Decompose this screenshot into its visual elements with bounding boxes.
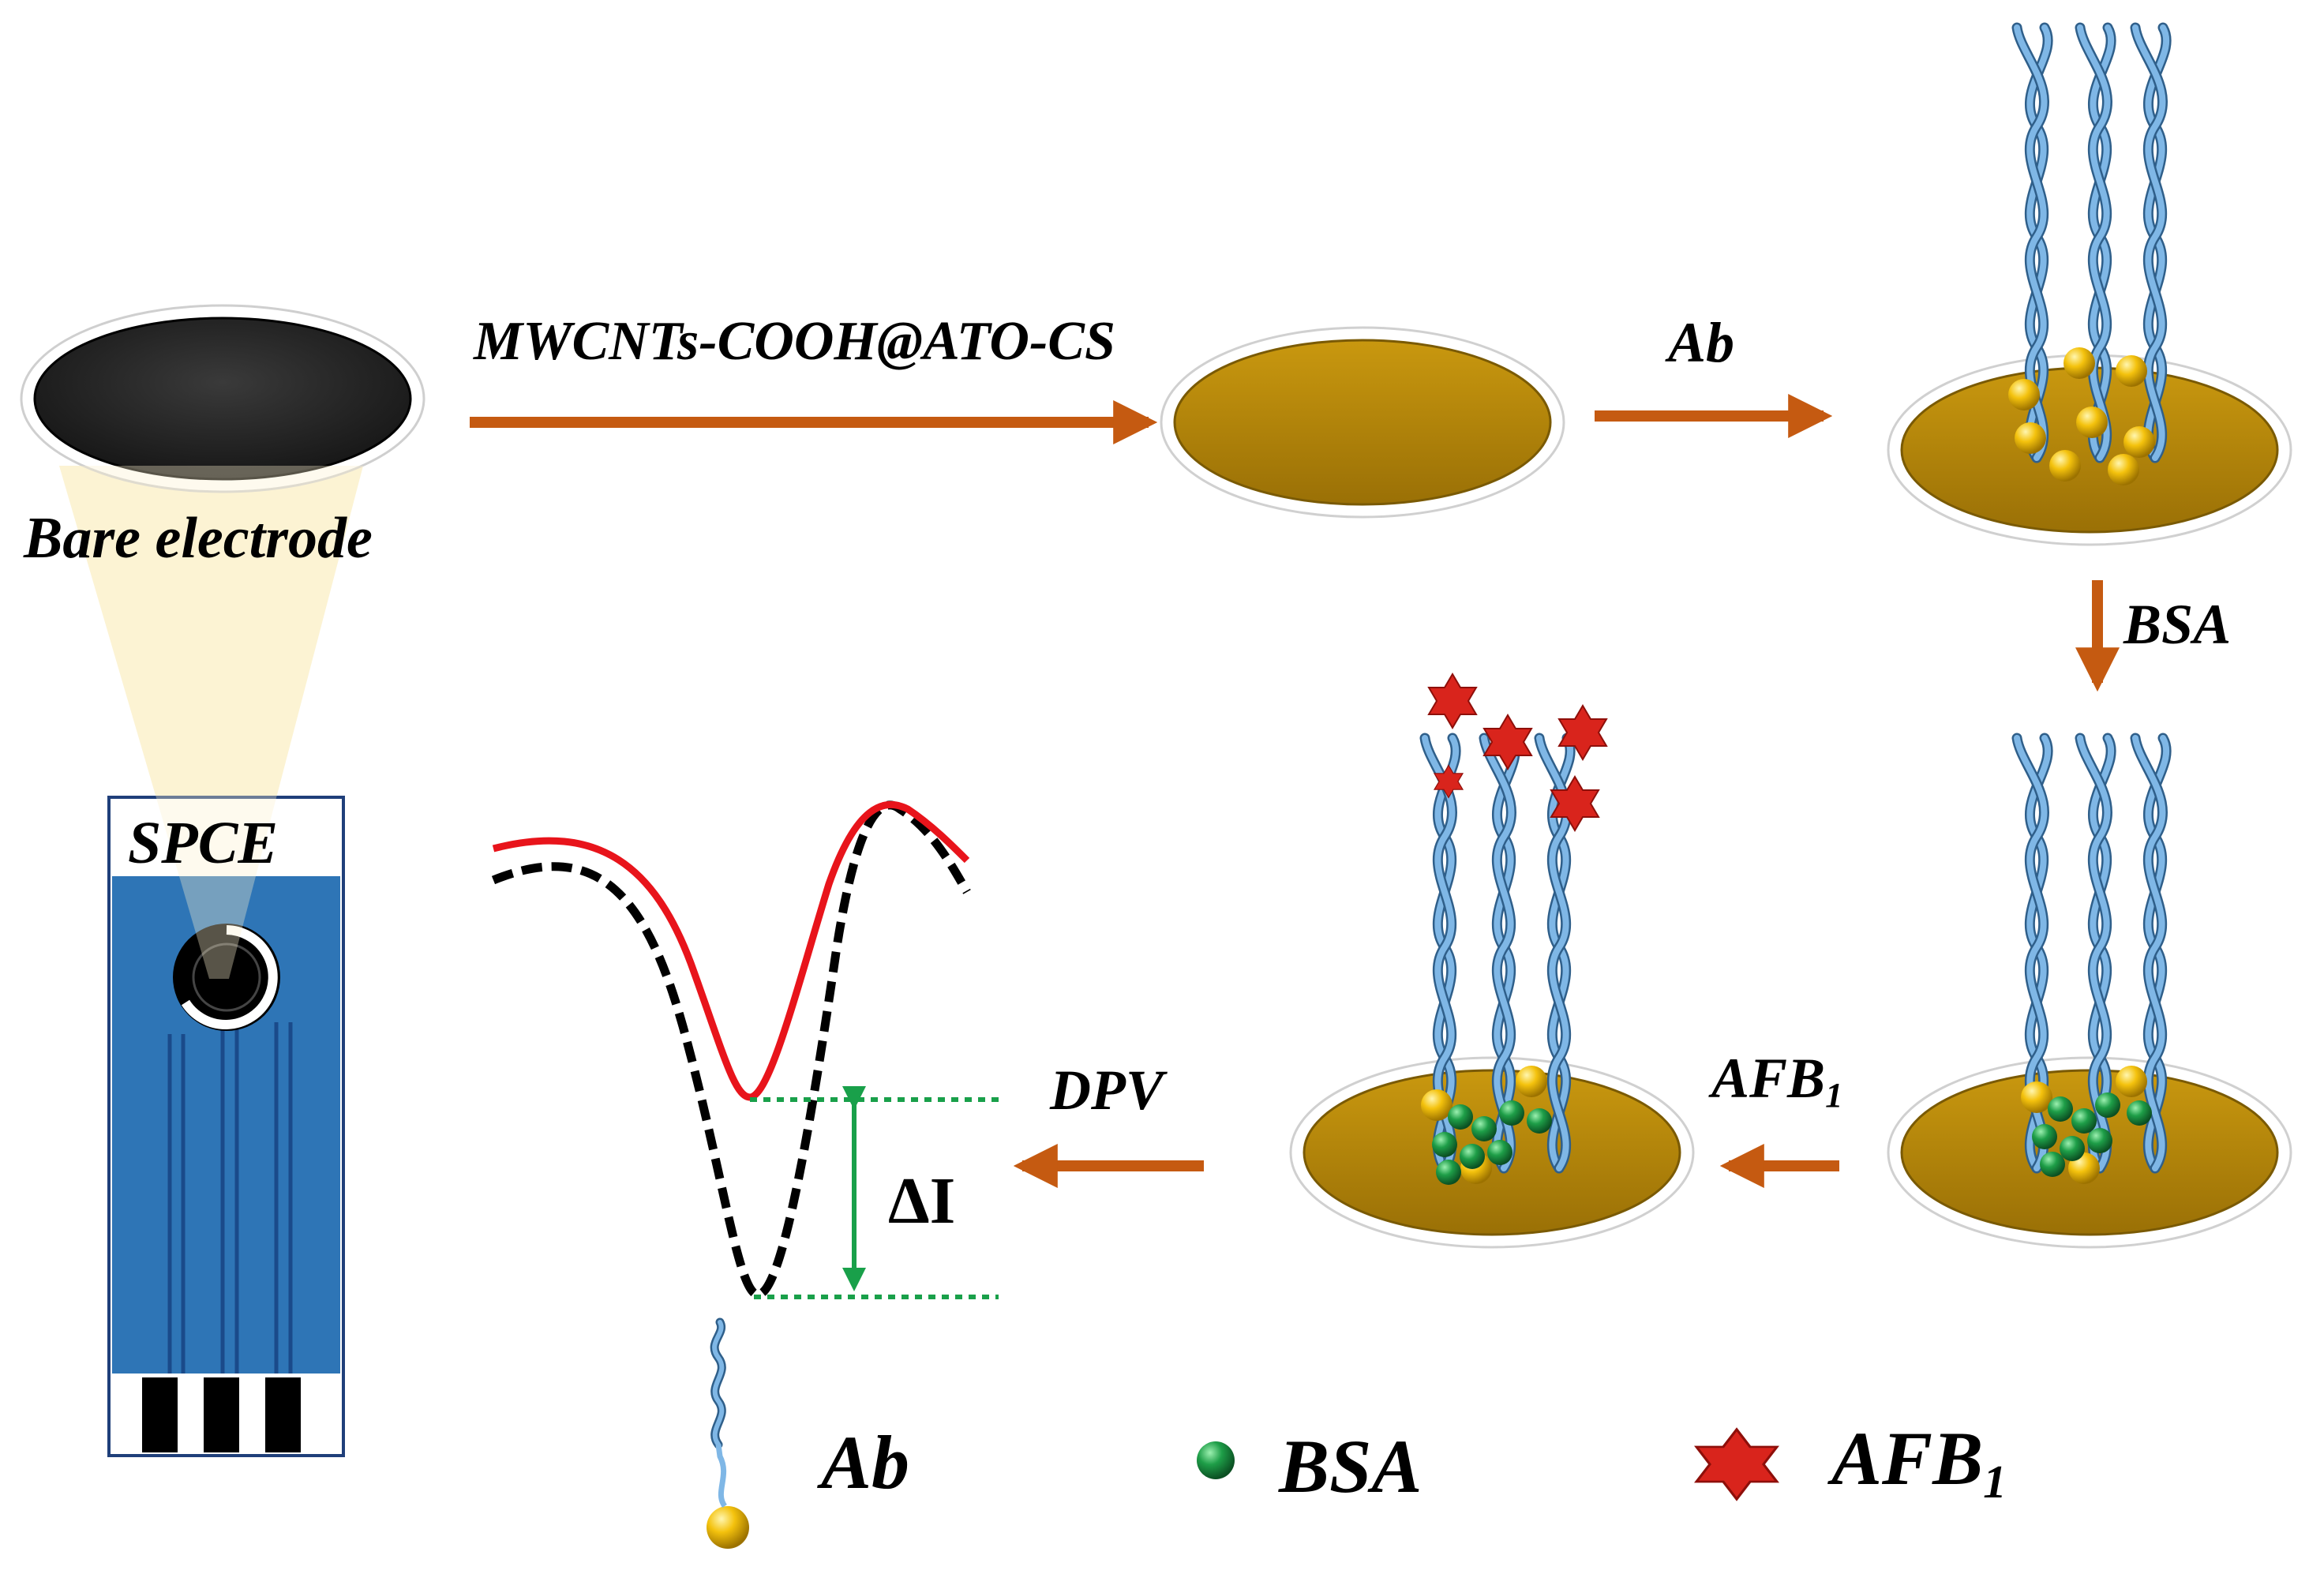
signal-after-curve xyxy=(492,800,970,1101)
legend-afb1-label: AFB1 xyxy=(1831,1416,2007,1508)
ab-step-label: Ab xyxy=(1668,311,1735,374)
ab-legend-icon xyxy=(707,1317,749,1549)
modified-electrode xyxy=(1160,326,1565,519)
contact-pad xyxy=(204,1377,239,1452)
contact-pad xyxy=(265,1377,301,1452)
legend-ab-label: Ab xyxy=(821,1420,910,1505)
dpv-step-label: DPV xyxy=(1050,1059,1164,1122)
bsa-sphere-icon xyxy=(1197,1441,1235,1479)
zoom-beam xyxy=(59,466,363,979)
spce-strip xyxy=(59,466,363,1457)
bare-electrode-label: Bare electrode xyxy=(24,506,373,571)
legend-bsa-label: BSA xyxy=(1279,1424,1423,1508)
ab-electrode xyxy=(1887,28,2292,546)
dpv-signal xyxy=(491,800,999,1299)
modification-label: MWCNTs-COOH@ATO-CS xyxy=(474,311,1115,372)
contact-pad xyxy=(142,1377,178,1452)
bsa-step-label: BSA xyxy=(2123,593,2232,656)
bare-electrode xyxy=(20,304,425,979)
afb1-star-icon xyxy=(1428,673,1477,729)
working-electrode xyxy=(192,943,261,1012)
delta-i-label: ΔI xyxy=(888,1164,956,1238)
bsa-electrode xyxy=(1887,738,2292,1249)
afb1-star-icon xyxy=(1695,1428,1779,1501)
spce-label: SPCE xyxy=(128,810,279,876)
afb1-step-label: AFB1 xyxy=(1711,1047,1843,1115)
afb1-electrode xyxy=(1289,673,1695,1249)
process-arrows xyxy=(470,394,2120,1188)
